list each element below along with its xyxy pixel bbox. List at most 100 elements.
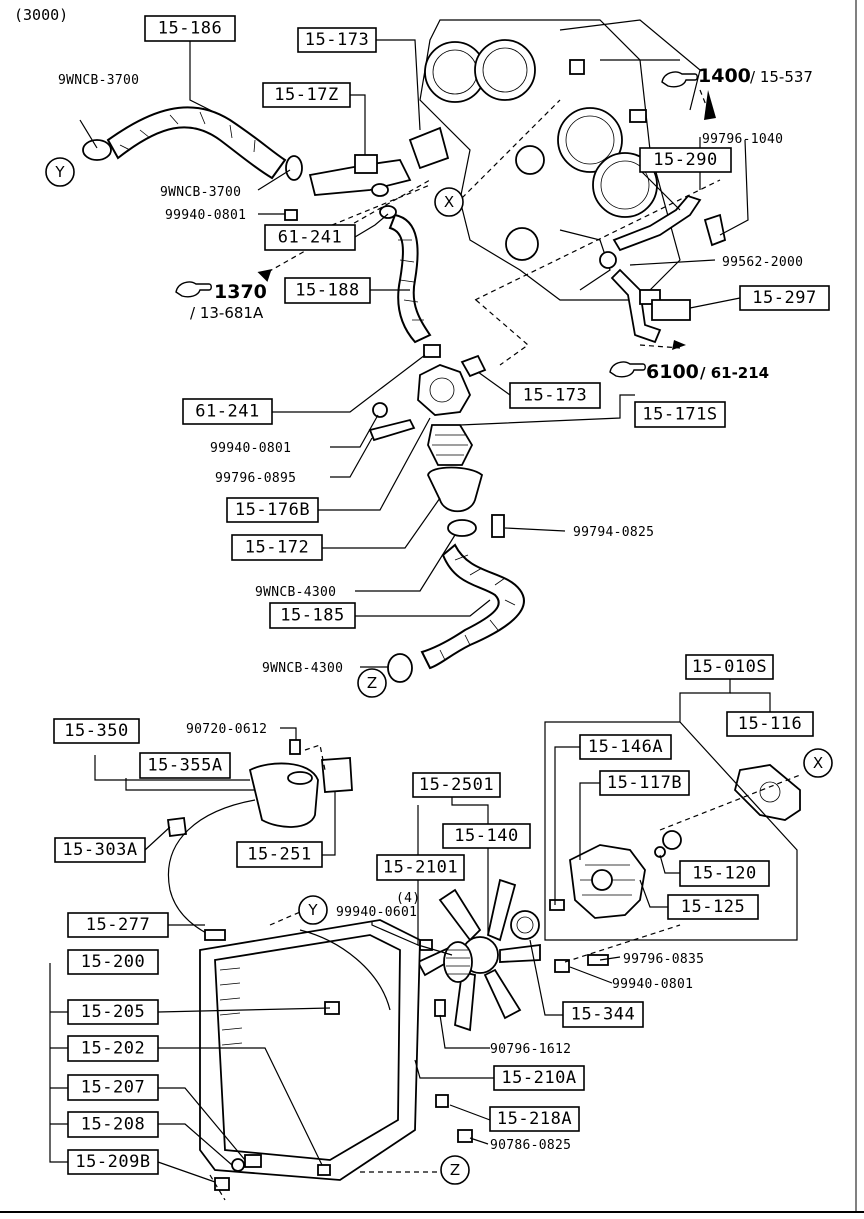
part-box-15-209b[interactable]: 15-209B bbox=[67, 1149, 159, 1175]
ref-6100-main: 6100 bbox=[646, 361, 699, 383]
svg-text:15-2101: 15-2101 bbox=[383, 858, 458, 878]
pn-99940-0801-b: 99940-0801 bbox=[210, 441, 291, 456]
bolt-15-297 bbox=[651, 299, 691, 321]
reference-1400[interactable]: 1400 / 15-537 bbox=[661, 65, 813, 88]
pn-99796-0895: 99796-0895 bbox=[215, 471, 296, 486]
part-box-15-303a[interactable]: 15-303A bbox=[54, 837, 146, 863]
svg-text:15-010S: 15-010S bbox=[692, 657, 767, 677]
svg-text:15-17Z: 15-17Z bbox=[274, 85, 338, 105]
reference-6100[interactable]: 6100 / 61-214 bbox=[609, 361, 769, 383]
pulley-15-344 bbox=[510, 910, 540, 940]
part-box-15-173-top[interactable]: 15-173 bbox=[297, 27, 377, 53]
svg-text:15-116: 15-116 bbox=[738, 714, 802, 734]
part-box-15-2501[interactable]: 15-2501 bbox=[412, 772, 501, 798]
part-box-15-290[interactable]: 15-290 bbox=[639, 147, 732, 173]
hose-clamp bbox=[285, 155, 303, 181]
pn-9wncb-4300-b: 9WNCB-4300 bbox=[262, 661, 343, 676]
part-box-15-218a[interactable]: 15-218A bbox=[489, 1106, 580, 1132]
part-box-15-207[interactable]: 15-207 bbox=[67, 1074, 159, 1101]
part-box-15-176b[interactable]: 15-176B bbox=[226, 497, 319, 523]
svg-text:15-173: 15-173 bbox=[523, 386, 587, 406]
part-box-15-117b[interactable]: 15-117B bbox=[599, 770, 690, 796]
fan-clutch-15-2101 bbox=[443, 941, 473, 983]
svg-text:15-205: 15-205 bbox=[81, 1002, 145, 1022]
gasket-15-173-top bbox=[408, 126, 450, 170]
svg-text:15-120: 15-120 bbox=[692, 864, 756, 884]
part-box-61-241-mid[interactable]: 61-241 bbox=[182, 398, 273, 425]
svg-text:15-185: 15-185 bbox=[280, 606, 344, 626]
svg-text:15-303A: 15-303A bbox=[62, 840, 137, 860]
part-box-15-120[interactable]: 15-120 bbox=[679, 860, 770, 887]
part-box-15-140[interactable]: 15-140 bbox=[442, 823, 531, 849]
svg-text:15-290: 15-290 bbox=[653, 150, 717, 170]
part-box-15-172[interactable]: 15-172 bbox=[231, 534, 323, 561]
part-box-15-010s[interactable]: 15-010S bbox=[685, 654, 774, 680]
svg-text:15-355A: 15-355A bbox=[147, 756, 222, 776]
marker-z-bottom[interactable]: Z bbox=[440, 1155, 470, 1185]
pn-90796-1612: 90796-1612 bbox=[490, 1042, 571, 1057]
marker-x-top[interactable]: X bbox=[434, 187, 464, 217]
part-box-15-297[interactable]: 15-297 bbox=[739, 285, 830, 311]
svg-text:15-207: 15-207 bbox=[81, 1078, 145, 1098]
pn-99794-0825: 99794-0825 bbox=[573, 525, 654, 540]
hose-15-188 bbox=[388, 213, 432, 344]
svg-text:X: X bbox=[444, 193, 454, 211]
part-box-15-350[interactable]: 15-350 bbox=[53, 718, 140, 744]
svg-text:15-140: 15-140 bbox=[454, 826, 518, 846]
part-box-15-146a[interactable]: 15-146A bbox=[579, 734, 672, 760]
marker-z-mid[interactable]: Z bbox=[357, 668, 387, 698]
cap-61-241 bbox=[423, 344, 441, 358]
pn-qty-4: (4) bbox=[396, 891, 420, 906]
thermostat-housing-15-171s bbox=[417, 364, 472, 416]
pn-99562-2000: 99562-2000 bbox=[722, 255, 803, 270]
marker-x-pump[interactable]: X bbox=[803, 748, 833, 778]
part-box-15-355a[interactable]: 15-355A bbox=[139, 752, 231, 779]
hose-clamp bbox=[387, 653, 413, 683]
part-box-15-185[interactable]: 15-185 bbox=[269, 602, 356, 629]
part-box-15-251[interactable]: 15-251 bbox=[236, 841, 323, 868]
pn-90786-0825: 90786-0825 bbox=[490, 1138, 571, 1153]
svg-text:X: X bbox=[813, 754, 823, 772]
svg-text:15-218A: 15-218A bbox=[497, 1109, 572, 1129]
svg-text:Z: Z bbox=[450, 1161, 460, 1179]
part-box-15-17z[interactable]: 15-17Z bbox=[262, 82, 351, 108]
pointing-hand-icon bbox=[661, 71, 698, 88]
svg-text:61-241: 61-241 bbox=[278, 228, 342, 248]
part-box-15-200[interactable]: 15-200 bbox=[67, 949, 159, 975]
nut bbox=[284, 209, 298, 221]
thermostat-cover-15-172 bbox=[427, 466, 484, 513]
part-box-15-205[interactable]: 15-205 bbox=[67, 999, 159, 1025]
part-box-15-171s[interactable]: 15-171S bbox=[634, 401, 726, 428]
part-box-15-202[interactable]: 15-202 bbox=[67, 1035, 159, 1062]
svg-text:15-200: 15-200 bbox=[81, 952, 145, 972]
svg-text:15-125: 15-125 bbox=[681, 897, 745, 917]
leader-lines bbox=[49, 39, 798, 1183]
pn-99940-0601: 99940-0601 bbox=[336, 905, 417, 920]
part-box-15-208[interactable]: 15-208 bbox=[67, 1111, 159, 1138]
reference-1370[interactable]: 1370 / 13-681A bbox=[175, 281, 267, 322]
part-box-15-210a[interactable]: 15-210A bbox=[493, 1065, 585, 1091]
svg-text:15-146A: 15-146A bbox=[588, 737, 663, 757]
part-box-15-125[interactable]: 15-125 bbox=[667, 894, 759, 920]
part-box-61-241-top[interactable]: 61-241 bbox=[264, 224, 356, 251]
part-box-15-116[interactable]: 15-116 bbox=[726, 711, 814, 737]
part-box-15-344[interactable]: 15-344 bbox=[562, 1001, 644, 1028]
lower-hose-15-185 bbox=[420, 543, 525, 670]
radiator-15-200 bbox=[199, 919, 421, 1181]
part-numbers: 9WNCB-3700 9WNCB-3700 99940-0801 99796-1… bbox=[58, 73, 803, 1153]
part-box-15-186[interactable]: 15-186 bbox=[144, 15, 236, 42]
marker-y-radiator[interactable]: Y bbox=[298, 895, 328, 925]
part-box-15-277[interactable]: 15-277 bbox=[67, 912, 169, 938]
svg-text:15-209B: 15-209B bbox=[75, 1152, 150, 1172]
part-box-15-2101[interactable]: 15-2101 bbox=[376, 854, 465, 881]
part-box-15-173-mid[interactable]: 15-173 bbox=[509, 382, 601, 409]
svg-text:Y: Y bbox=[307, 901, 318, 919]
svg-text:15-2501: 15-2501 bbox=[419, 775, 494, 795]
upper-hose-15-186 bbox=[106, 106, 287, 180]
svg-text:15-176B: 15-176B bbox=[235, 500, 310, 520]
marker-y-top[interactable]: Y bbox=[45, 157, 75, 187]
svg-text:61-241: 61-241 bbox=[195, 402, 259, 422]
svg-text:15-186: 15-186 bbox=[158, 19, 222, 39]
part-box-15-188[interactable]: 15-188 bbox=[284, 277, 371, 304]
